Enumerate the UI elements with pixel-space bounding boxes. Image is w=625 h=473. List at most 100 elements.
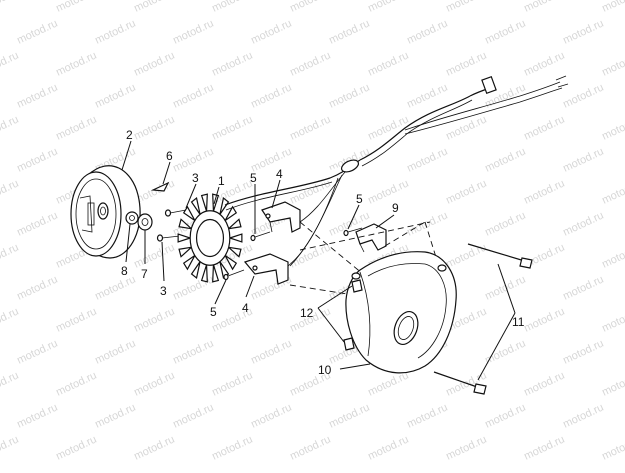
stator-screw-lower: [156, 234, 181, 242]
watermark-text: motod.ru: [561, 209, 605, 238]
watermark-text: motod.ru: [210, 433, 254, 462]
watermark-text: motod.ru: [93, 273, 137, 302]
watermark-text: motod.ru: [600, 433, 625, 462]
watermark-text: motod.ru: [561, 273, 605, 302]
watermark-text: motod.ru: [132, 369, 176, 398]
watermark-text: motod.ru: [210, 369, 254, 398]
watermark-text: motod.ru: [15, 81, 59, 110]
watermark-text: motod.ru: [171, 81, 215, 110]
generator-cover: [345, 251, 457, 374]
pickup-screw-lower: [223, 269, 245, 281]
watermark-text: motod.ru: [54, 113, 98, 142]
watermark-text: motod.ru: [0, 305, 21, 334]
watermark-text: motod.ru: [483, 401, 527, 430]
watermark-text: motod.ru: [132, 305, 176, 334]
watermark-text: motod.ru: [288, 433, 332, 462]
watermark-text: motod.ru: [600, 113, 625, 142]
watermark-text: motod.ru: [132, 49, 176, 78]
washer: [125, 211, 139, 225]
stator-pole: [182, 205, 196, 221]
stator-pole: [219, 197, 230, 215]
watermark-text: motod.ru: [15, 17, 59, 46]
cable-clamp: [355, 223, 387, 253]
watermark-text: motod.ru: [288, 113, 332, 142]
flywheel-rotor: [70, 165, 141, 259]
watermark-text: motod.ru: [405, 17, 449, 46]
callout-5-upper: 5: [250, 171, 257, 185]
watermark-text: motod.ru: [171, 401, 215, 430]
watermark-text: motod.ru: [444, 49, 488, 78]
watermark-text: motod.ru: [210, 0, 254, 15]
watermark-text: motod.ru: [0, 0, 21, 15]
callout-10: 10: [318, 363, 332, 377]
watermark-text: motod.ru: [288, 49, 332, 78]
watermark-text: motod.ru: [405, 401, 449, 430]
stator-pole: [190, 261, 201, 279]
dowel-pin-upper: [351, 279, 363, 293]
stator-pole: [177, 233, 193, 243]
stator-pole: [212, 264, 220, 283]
watermark-text: motod.ru: [249, 337, 293, 366]
watermark-text: motod.ru: [93, 337, 137, 366]
watermark-text: motod.ru: [249, 401, 293, 430]
clamp-screw: [343, 227, 363, 237]
stator-pole: [200, 193, 208, 212]
watermark-text: motod.ru: [483, 145, 527, 174]
watermark-text: motod.ru: [0, 113, 21, 142]
callout-11: 11: [512, 315, 525, 329]
cover-bolt-upper: [467, 243, 533, 269]
watermark-text: motod.ru: [249, 17, 293, 46]
stator-pole: [182, 255, 196, 271]
stator-pole: [200, 264, 208, 283]
watermark-text: motod.ru: [171, 337, 215, 366]
watermark-text: motod.ru: [522, 177, 566, 206]
watermark-text: motod.ru: [405, 145, 449, 174]
watermark-text: motod.ru: [171, 273, 215, 302]
watermark-text: motod.ru: [15, 273, 59, 302]
cover-bolt-lower: [433, 371, 487, 395]
watermark-text: motod.ru: [366, 369, 410, 398]
watermark-text: motod.ru: [522, 49, 566, 78]
callout-5-lower: 5: [210, 305, 217, 319]
watermark-text: motod.ru: [132, 241, 176, 270]
watermark-text: motod.ru: [327, 81, 371, 110]
watermark-text: motod.ru: [405, 209, 449, 238]
watermark-text: motod.ru: [366, 177, 410, 206]
stator-screw-upper: [164, 209, 187, 217]
watermark-text: motod.ru: [483, 17, 527, 46]
watermark-text: motod.ru: [522, 433, 566, 462]
watermark-text: motod.ru: [561, 337, 605, 366]
watermark-text: motod.ru: [561, 401, 605, 430]
stator-pole: [178, 218, 194, 230]
woodruff-key: [150, 181, 170, 192]
watermark-text: motod.ru: [444, 433, 488, 462]
watermark-text: motod.ru: [0, 177, 21, 206]
watermark-text: motod.ru: [0, 49, 21, 78]
pickup-sensor-lower: [243, 253, 289, 285]
watermark-text: motod.ru: [288, 241, 332, 270]
watermark-text: motod.ru: [0, 241, 21, 270]
stator-pole: [224, 255, 238, 271]
watermark-text: motod.ru: [483, 337, 527, 366]
watermark-text: motod.ru: [327, 17, 371, 46]
watermark-text: motod.ru: [0, 369, 21, 398]
watermark-text: motod.ru: [249, 81, 293, 110]
watermark-text: motod.ru: [15, 337, 59, 366]
watermark-text: motod.ru: [15, 209, 59, 238]
watermark-text: motod.ru: [210, 49, 254, 78]
stator-pole: [178, 246, 194, 258]
watermark-text: motod.ru: [483, 273, 527, 302]
watermark-text: motod.ru: [15, 145, 59, 174]
watermark-text: motod.ru: [444, 177, 488, 206]
callout-1: 1: [218, 174, 225, 188]
stator-center-hole: [195, 218, 225, 258]
callout-3-lower: 3: [160, 284, 167, 298]
callout-8: 8: [121, 264, 128, 278]
watermark-text: motod.ru: [0, 433, 21, 462]
stator-pole: [226, 218, 242, 230]
callout-3-upper: 3: [192, 171, 199, 185]
watermark-text: motod.ru: [600, 369, 625, 398]
watermark-text: motod.ru: [522, 305, 566, 334]
callout-6: 6: [166, 149, 173, 163]
